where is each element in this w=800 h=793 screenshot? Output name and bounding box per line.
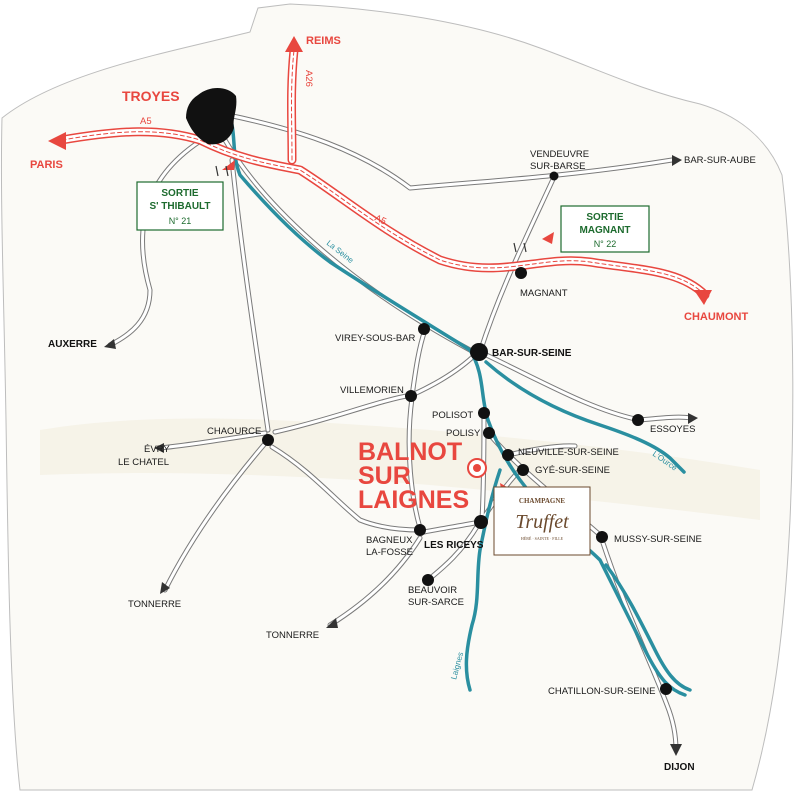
label-tonnerre-2: TONNERRE (266, 630, 319, 641)
label-evry-1: ÉVRY (144, 444, 170, 455)
dot-vendeuvre (549, 171, 559, 181)
arrow-exit-22 (542, 232, 554, 244)
label-magnant: MAGNANT (520, 288, 568, 299)
dot-gye (517, 464, 529, 476)
label-evry-2: LE CHATEL (118, 457, 169, 468)
label-paris: PARIS (30, 159, 63, 171)
dot-polisy (483, 427, 495, 439)
arrow-reims (285, 36, 303, 52)
arrow-tonnerre-1 (160, 582, 170, 594)
destination-line3: LAIGNES (358, 486, 469, 514)
arrow-tonnerre-2 (326, 618, 338, 628)
label-dijon: DIJON (664, 762, 695, 773)
brand-tag: HÉRÉ · SAINTE · FILLE (521, 536, 564, 541)
destination-line2: SUR (358, 462, 411, 490)
dot-beauvoir (422, 574, 434, 586)
label-polisy: POLISY (446, 428, 481, 439)
exit-box-22: SORTIE MAGNANT N° 22 (560, 205, 650, 253)
arrow-exit-21 (222, 160, 235, 170)
target-icon (467, 458, 487, 478)
arrow-auxerre (104, 339, 116, 349)
brand-name: Truffet (515, 511, 569, 533)
dot-virey (418, 323, 430, 335)
champagne-truffet-logo: CHAMPAGNE Truffet HÉRÉ · SAINTE · FILLE (493, 486, 591, 556)
dot-mussy (596, 531, 608, 543)
label-vendeuvre-1: VENDEUVRE (530, 149, 589, 160)
label-auxerre: AUXERRE (48, 339, 97, 350)
arrow-dijon (670, 744, 682, 756)
label-reims: REIMS (306, 35, 341, 47)
arrow-bar-sur-aube (672, 155, 682, 166)
brand-small: CHAMPAGNE (519, 497, 565, 505)
exit-22-line2: MAGNANT (579, 225, 630, 236)
label-chaource: CHAOURCE (207, 426, 261, 437)
town-dots (262, 171, 672, 695)
exit-22-line1: SORTIE (586, 212, 624, 223)
label-villemorien: VILLEMORIEN (340, 385, 404, 396)
exit-22-number: N° 22 (594, 239, 617, 249)
arrow-chaumont (694, 290, 712, 305)
arrow-essoyes (688, 413, 698, 424)
label-chaumont: CHAUMONT (684, 311, 748, 323)
dot-polisot (478, 407, 490, 419)
label-bar-sur-aube: BAR-SUR-AUBE (684, 155, 756, 166)
dot-chaource (262, 434, 274, 446)
label-a5-west: A5 (140, 116, 152, 127)
label-les-riceys: LES RICEYS (424, 540, 484, 551)
river-seine-lower (604, 563, 692, 692)
dot-magnant (515, 267, 527, 279)
dot-essoyes (632, 414, 644, 426)
destination-line1: BALNOT (358, 438, 462, 466)
motorways (57, 45, 710, 300)
label-beauvoir-2: SUR-SARCE (408, 597, 464, 608)
exit-21-line1: SORTIE (161, 188, 199, 199)
label-chatillon: CHATILLON-SUR-SEINE (548, 686, 656, 697)
troyes-blob (186, 87, 237, 145)
label-mussy: MUSSY-SUR-SEINE (614, 534, 702, 545)
label-gye: GYÉ-SUR-SEINE (535, 465, 610, 476)
label-tonnerre-1: TONNERRE (128, 599, 181, 610)
interchanges (215, 165, 527, 253)
label-a5-east: A5 (373, 213, 388, 228)
label-beauvoir-1: BEAUVOIR (408, 585, 457, 596)
arrow-paris (48, 132, 66, 150)
label-polisot: POLISOT (432, 410, 473, 421)
dot-bar-sur-seine (470, 343, 488, 361)
label-troyes: TROYES (122, 88, 180, 104)
exit-21-line2: S' THIBAULT (149, 201, 210, 212)
label-bar-sur-seine: BAR-SUR-SEINE (492, 348, 572, 359)
road-arrows (104, 155, 698, 756)
exit-21-number: N° 21 (169, 216, 192, 226)
dot-villemorien (405, 390, 417, 402)
label-neuville: NEUVILLE-SUR-SEINE (518, 447, 619, 458)
label-bagneux-2: LA-FOSSE (366, 547, 413, 558)
river-ource (484, 360, 686, 474)
dot-bagneux (414, 524, 426, 536)
arrow-evry (154, 443, 164, 453)
label-bagneux-1: BAGNEUX (366, 535, 413, 546)
dot-chatillon (660, 683, 672, 695)
dot-les-riceys (474, 515, 488, 529)
dot-neuville (502, 449, 514, 461)
label-a26: A26 (303, 70, 314, 87)
label-virey: VIREY-SOUS-BAR (335, 333, 416, 344)
exit-box-21: SORTIE S' THIBAULT N° 21 (136, 181, 224, 231)
river-laignes (464, 468, 502, 692)
label-vendeuvre-2: SUR-BARSE (530, 161, 585, 172)
label-essoyes: ESSOYES (650, 424, 695, 435)
